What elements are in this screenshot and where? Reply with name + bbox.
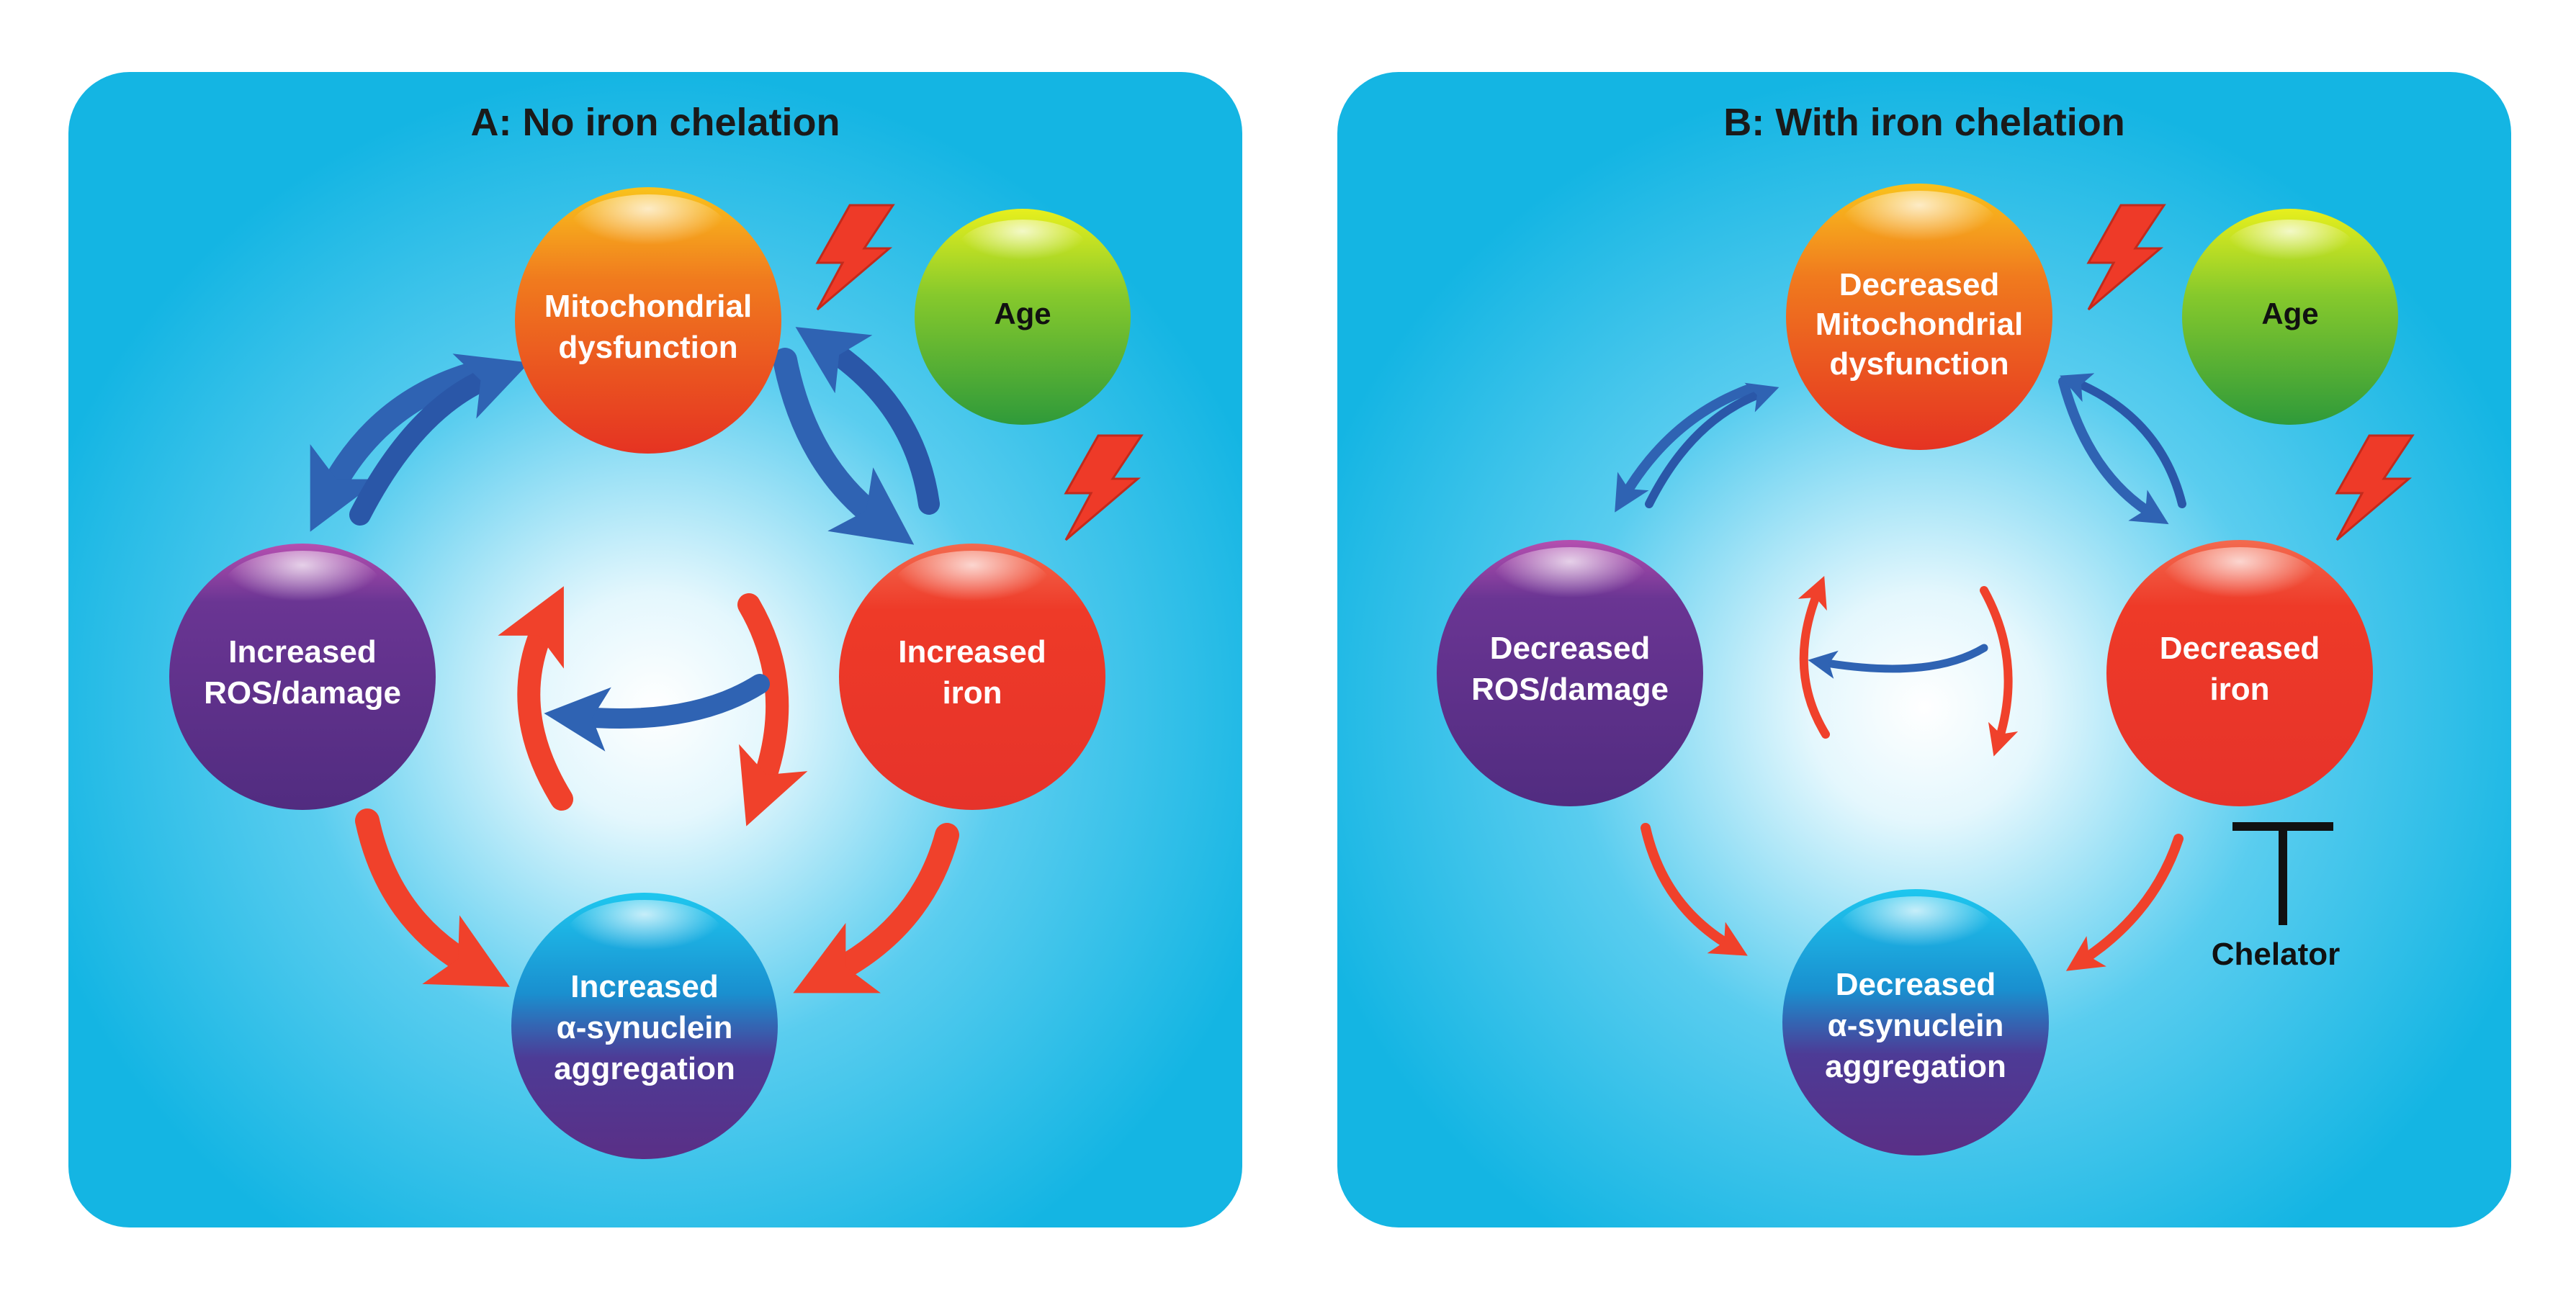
arrow-mito-to-iron	[2058, 377, 2169, 525]
arrow-iron-to-syn	[793, 823, 959, 994]
panel-b-title: B: With iron chelation	[1723, 101, 2124, 144]
arrow-inner-center-left	[544, 674, 770, 752]
node-a-ros-line-1: Increased	[228, 634, 376, 670]
panel-a: A: No iron chelation Mitochondrial dysfu…	[68, 72, 1242, 1227]
panel-b-arrows	[1615, 373, 2186, 971]
arrow-iron-to-mito	[2060, 373, 2186, 508]
node-b-iron: Decreased iron	[2106, 540, 2373, 806]
arrow-iron-to-syn	[2065, 834, 2184, 971]
arrow-ros-to-syn	[355, 808, 510, 987]
arrow-mito-to-iron	[773, 348, 915, 545]
node-b-syn-line-2: α-synuclein	[1828, 1008, 2004, 1043]
node-b-mito-line-3: dysfunction	[1829, 346, 2009, 382]
arrow-mito-to-ros	[1615, 384, 1755, 513]
node-a-mito: Mitochondrial dysfunction	[515, 187, 781, 454]
panel-a-arrows	[310, 327, 959, 994]
lightning-bolt-icon	[1064, 434, 1144, 541]
arrow-inner-left-up	[498, 586, 573, 811]
node-a-syn-line-3: aggregation	[554, 1051, 735, 1086]
node-b-mito-line-2: Mitochondrial	[1816, 307, 2023, 342]
node-a-syn-line-2: α-synuclein	[557, 1010, 733, 1045]
arrow-iron-to-mito	[795, 327, 940, 515]
inhibition-bar-icon	[2232, 822, 2333, 925]
node-b-syn: Decreased α-synuclein aggregation	[1782, 889, 2049, 1155]
chelator-label: Chelator	[2212, 937, 2340, 972]
node-b-syn-line-1: Decreased	[1836, 967, 1996, 1002]
node-a-ros-line-2: ROS/damage	[204, 675, 401, 711]
node-b-ros-line-1: Decreased	[1490, 631, 1651, 666]
node-a-iron-line-2: iron	[942, 675, 1002, 711]
node-b-iron-line-2: iron	[2209, 672, 2269, 707]
node-b-mito-line-1: Decreased	[1839, 267, 2000, 302]
panel-a-title: A: No iron chelation	[471, 101, 840, 144]
node-a-iron-line-1: Increased	[898, 634, 1046, 670]
node-a-syn: Increased α-synuclein aggregation	[511, 893, 778, 1159]
arrow-ros-to-syn	[1641, 823, 1748, 956]
node-b-ros: Decreased ROS/damage	[1437, 540, 1703, 806]
node-b-mito: Decreased Mitochondrial dysfunction	[1786, 184, 2052, 450]
arrow-inner-left-up	[1798, 576, 1830, 739]
node-b-age: Age	[2182, 209, 2398, 425]
arrow-inner-center-left	[1808, 644, 1988, 679]
lightning-bolt-icon	[815, 204, 895, 311]
arrow-ros-to-mito	[1645, 382, 1780, 508]
arrow-mito-to-ros	[310, 362, 484, 532]
node-a-mito-line-2: dysfunction	[558, 330, 737, 365]
node-b-iron-line-1: Decreased	[2160, 631, 2320, 666]
node-a-syn-line-1: Increased	[570, 969, 718, 1004]
node-a-ros: Increased ROS/damage	[169, 544, 436, 810]
panel-b: B: With iron chelation Decreased Mitocho…	[1337, 72, 2511, 1227]
node-a-iron: Increased iron	[839, 544, 1105, 810]
arrow-ros-to-mito	[349, 353, 530, 526]
node-b-age-label: Age	[2261, 297, 2318, 330]
node-a-age-label: Age	[994, 297, 1051, 330]
arrow-inner-right-down	[737, 593, 808, 826]
node-b-syn-line-3: aggregation	[1825, 1049, 2006, 1084]
lightning-bolt-icon	[2086, 204, 2166, 311]
node-a-age: Age	[915, 209, 1131, 425]
node-a-mito-line-1: Mitochondrial	[544, 289, 752, 324]
arrow-inner-right-down	[1980, 586, 2019, 757]
lightning-bolt-icon	[2335, 434, 2415, 541]
node-b-ros-line-2: ROS/damage	[1471, 672, 1669, 707]
